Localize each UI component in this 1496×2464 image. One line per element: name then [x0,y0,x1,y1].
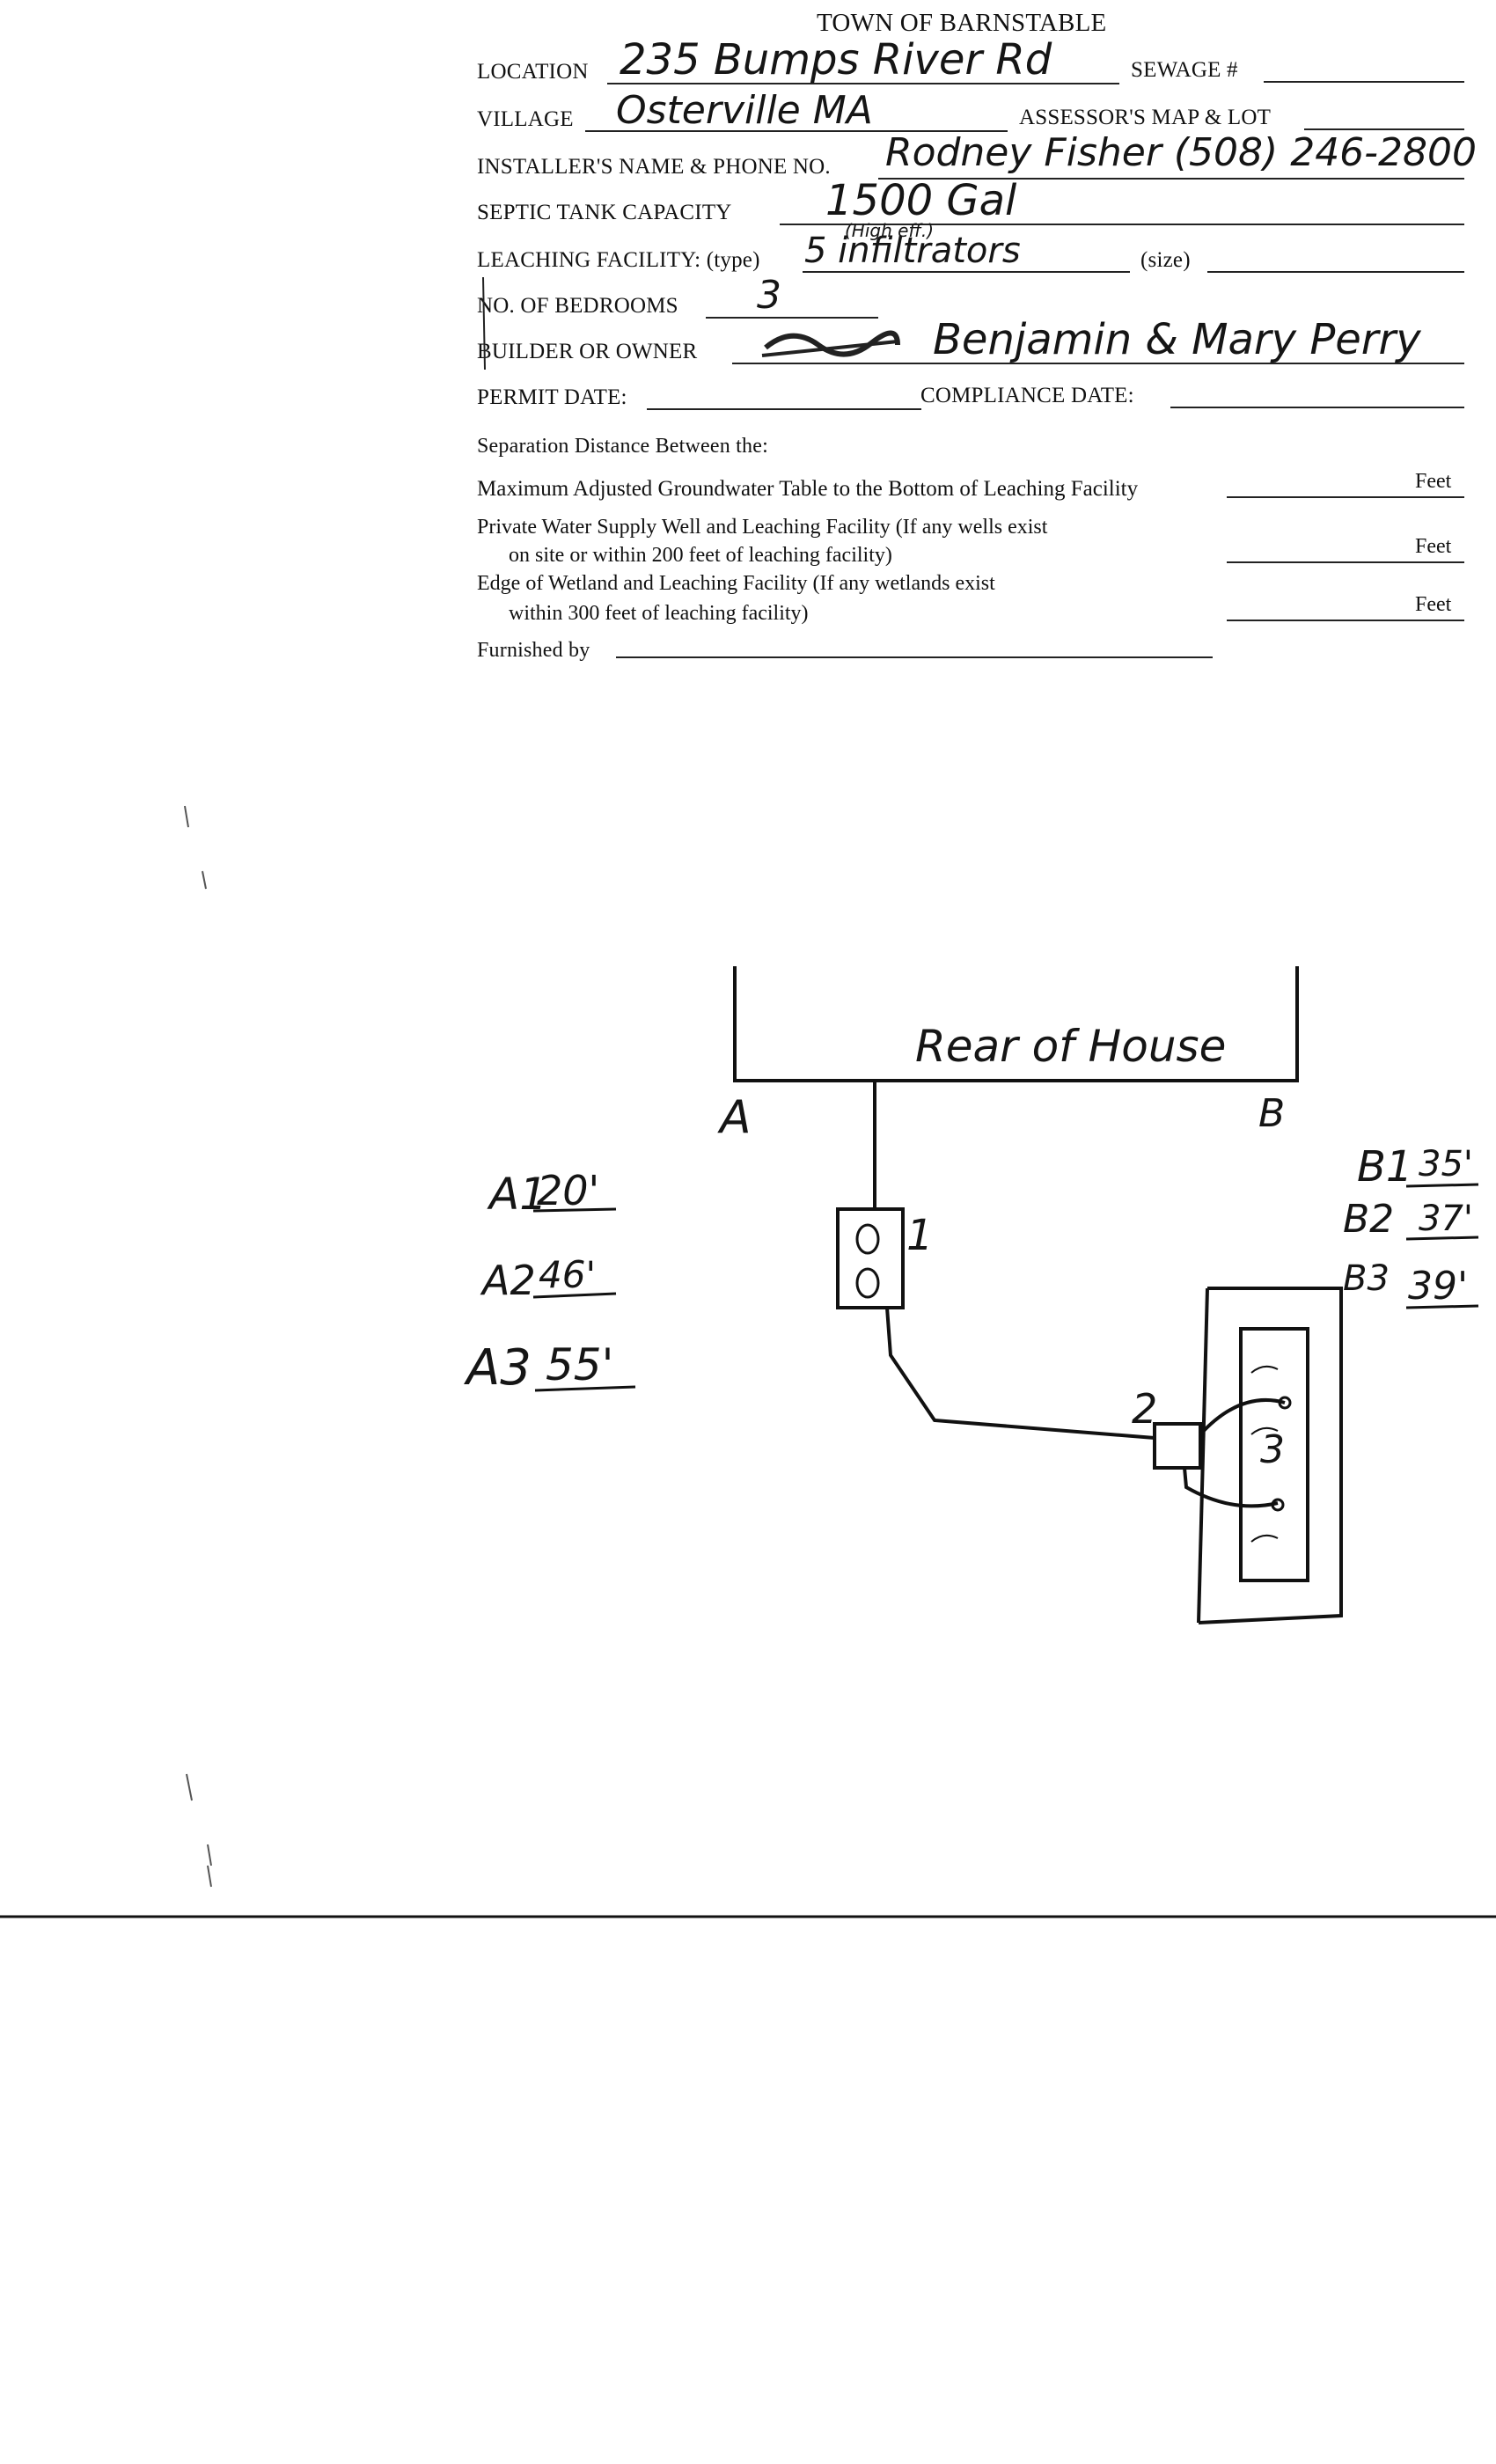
builder-line [732,363,1464,364]
assessor-label: ASSESSOR'S MAP & LOT [1019,106,1272,129]
location-value: 235 Bumps River Rd [620,35,1052,84]
installer-label: INSTALLER'S NAME & PHONE NO. [477,155,831,179]
sewage-line [1264,81,1464,83]
septic-label: SEPTIC TANK CAPACITY [477,201,732,224]
village-value: Osterville MA [616,88,873,133]
leaching-value: 5 infiltrators [804,231,1021,271]
b1-value: 35' [1419,1144,1473,1184]
permit-line [647,408,921,410]
corner-a-label: A [720,1091,752,1144]
field-marker: 3 [1260,1427,1285,1472]
bedrooms-value: 3 [757,273,781,318]
installer-value: Rodney Fisher (508) 246-2800 [885,130,1478,175]
bedrooms-line [706,317,878,319]
septic-line [780,224,1464,225]
tank-cover-1 [855,1223,880,1255]
separation-heading: Separation Distance Between the: [477,435,768,458]
builder-value: Benjamin & Mary Perry [933,315,1421,364]
size-line [1207,271,1464,273]
septic-note: (High eff.) [845,220,935,241]
b3-label: B3 [1343,1258,1390,1299]
b2-label: B2 [1343,1197,1395,1242]
b3-value: 39' [1408,1264,1469,1309]
septic-tank [836,1207,905,1309]
a3-value: 55' [546,1339,614,1390]
distribution-box [1153,1422,1202,1470]
outlet-pipe [885,1307,1155,1440]
form-title: TOWN OF BARNSTABLE [817,9,1107,37]
furnished-line [616,656,1213,658]
bedrooms-label: NO. OF BEDROOMS [477,294,678,318]
corner-b-label: B [1258,1091,1286,1136]
groundwater-feet-line [1227,496,1464,498]
wetland-feet-line [1227,620,1464,621]
village-label: VILLAGE [477,107,574,131]
leaching-line [803,271,1130,273]
a1-label: A1 [489,1169,548,1220]
village-line [585,130,1008,132]
leaching-label: LEACHING FACILITY: (type) [477,248,760,272]
dbox-marker: 2 [1132,1385,1158,1433]
sewage-label: SEWAGE # [1131,58,1238,82]
a1-value: 20' [537,1167,600,1214]
well-feet-label: Feet [1415,535,1452,558]
permit-label: PERMIT DATE: [477,385,627,409]
septic-value: 1500 Gal [825,176,1017,225]
separation-well-line2: on site or within 200 feet of leaching f… [509,544,892,567]
size-label: (size) [1140,248,1191,272]
b2-value: 37' [1419,1199,1473,1239]
b1-label: B1 [1357,1142,1413,1192]
separation-wetland-line2: within 300 feet of leaching facility) [509,602,809,625]
tank-marker: 1 [906,1211,934,1260]
a2-label: A2 [482,1257,536,1304]
tank-cover-2 [855,1267,880,1299]
separation-well-line1: Private Water Supply Well and Leaching F… [477,516,1048,539]
builder-label: BUILDER OR OWNER [477,340,698,363]
well-feet-line [1227,561,1464,563]
location-label: LOCATION [477,60,589,84]
house-label: Rear of House [915,1021,1227,1072]
location-line [607,83,1119,84]
wetland-feet-label: Feet [1415,593,1452,616]
compliance-label: COMPLIANCE DATE: [920,384,1134,407]
assessor-line [1304,128,1464,130]
installer-line [878,178,1464,180]
separation-wetland-line1: Edge of Wetland and Leaching Facility (I… [477,572,995,595]
a2-value: 46' [539,1253,596,1296]
separation-groundwater: Maximum Adjusted Groundwater Table to th… [477,477,1139,501]
lateral-lower [1183,1467,1279,1508]
a3-label: A3 [466,1339,532,1397]
groundwater-feet-label: Feet [1415,470,1452,493]
compliance-line [1170,407,1464,408]
furnished-label: Furnished by [477,639,590,662]
